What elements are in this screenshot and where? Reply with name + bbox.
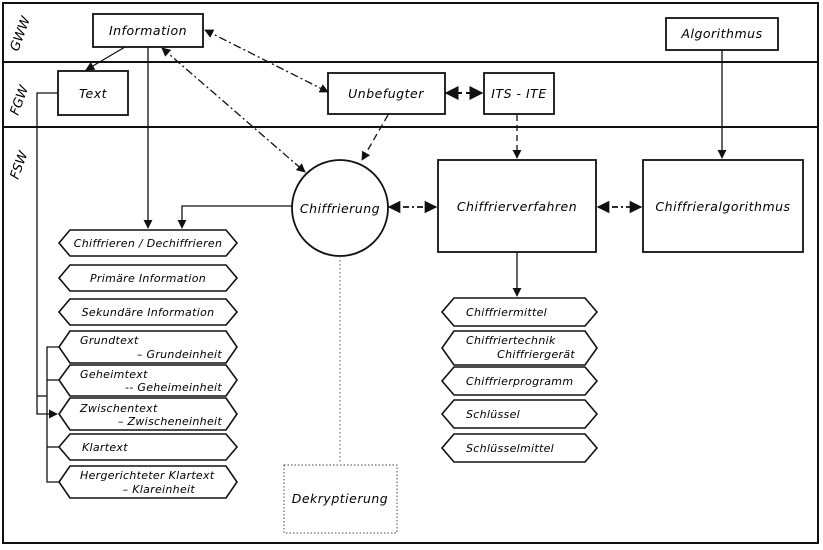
edge-chiffrierung-list <box>177 205 292 229</box>
hex-item: Schlüsselmittel <box>440 433 599 463</box>
hex-item: Chiffrierprogramm <box>440 366 599 396</box>
hex-item: Zwischentext – Zwischeneinheit <box>58 397 238 431</box>
hex-item-line1: Schlüsselmittel <box>466 442 554 455</box>
hex-item-line1: Hergerichteter Klartext <box>80 469 215 482</box>
zone-label-fsw: FSW <box>8 148 32 181</box>
hex-item-line2: – Klareinheit <box>123 483 196 496</box>
edge-information-text <box>85 46 126 71</box>
hex-item: Chiffriertechnik Chiffriergerät <box>441 330 598 366</box>
edge-unbefugter-chiffrierung <box>361 114 389 161</box>
node-its-ite-label: ITS - ITE <box>491 86 546 101</box>
hex-item-line2: – Grundeinheit <box>137 348 222 361</box>
node-algorithmus-label: Algorithmus <box>680 26 762 41</box>
hex-item: Chiffriermittel <box>440 297 599 327</box>
hex-item-line1: Grundtext <box>80 334 139 347</box>
node-chiffrieralgorithmus: Chiffrieralgorithmus <box>642 159 804 253</box>
connectors <box>36 29 727 483</box>
hex-item-line2: Chiffriergerät <box>497 348 575 361</box>
hex-item-line1: Chiffrierprogramm <box>466 375 573 388</box>
hex-item-line1: Geheimtext <box>80 368 148 381</box>
hex-item-line1: Chiffriermittel <box>466 306 547 319</box>
node-unbefugter-label: Unbefugter <box>348 86 424 101</box>
outer-frame <box>2 2 819 544</box>
node-dekryptierung-label: Dekryptierung <box>292 491 389 506</box>
node-chiffrierverfahren: Chiffrierverfahren <box>437 159 597 253</box>
bracket-text-items <box>46 346 59 483</box>
hex-item-line2: – Zwischeneinheit <box>118 415 222 428</box>
edge-information-chiffrierung <box>161 47 306 173</box>
hex-item: Grundtext – Grundeinheit <box>58 330 238 364</box>
hex-item: Klartext <box>57 433 239 461</box>
zone-label-fgw: FGW <box>8 83 33 118</box>
node-chiffrierung-label: Chiffrierung <box>300 201 380 216</box>
hex-item-line2: -- Geheimeinheit <box>125 381 222 394</box>
hex-item-line1: Sekundäre Information <box>82 306 215 319</box>
right-hex-list: Chiffriermittel Chiffriertechnik Chiffri… <box>440 297 599 463</box>
node-chiffrierung: Chiffrierung <box>291 159 389 257</box>
node-dekryptierung: Dekryptierung <box>283 464 398 534</box>
node-chiffrieralgorithmus-label: Chiffrieralgorithmus <box>655 199 790 214</box>
hex-item-line1: Chiffrieren / Dechiffrieren <box>74 237 223 250</box>
left-hex-list: Chiffrieren / Dechiffrieren Primäre Info… <box>57 229 239 499</box>
node-text-label: Text <box>79 86 108 101</box>
hex-item-line1: Primäre Information <box>90 272 206 285</box>
node-information-label: Information <box>109 23 187 38</box>
hex-item: Sekundäre Information <box>57 298 239 326</box>
hex-item: Geheimtext -- Geheimeinheit <box>58 364 238 397</box>
node-its-ite: ITS - ITE <box>483 72 555 115</box>
hex-item-line1: Schlüssel <box>466 408 520 421</box>
node-algorithmus: Algorithmus <box>665 17 779 51</box>
hex-item-line1: Zwischentext <box>79 402 158 415</box>
node-information: Information <box>92 13 204 48</box>
node-chiffrierverfahren-label: Chiffrierverfahren <box>457 199 577 214</box>
hex-item-line1: Chiffriertechnik <box>466 334 556 347</box>
hex-item-line1: Klartext <box>82 441 128 454</box>
hex-item: Chiffrieren / Dechiffrieren <box>57 229 239 257</box>
node-unbefugter: Unbefugter <box>327 72 446 115</box>
hex-item: Hergerichteter Klartext – Klareinheit <box>58 465 238 499</box>
hex-item: Primäre Information <box>57 264 239 292</box>
zone-label-gww: GWW <box>8 14 35 54</box>
hex-item: Schlüssel <box>440 399 599 429</box>
node-text: Text <box>57 70 129 116</box>
